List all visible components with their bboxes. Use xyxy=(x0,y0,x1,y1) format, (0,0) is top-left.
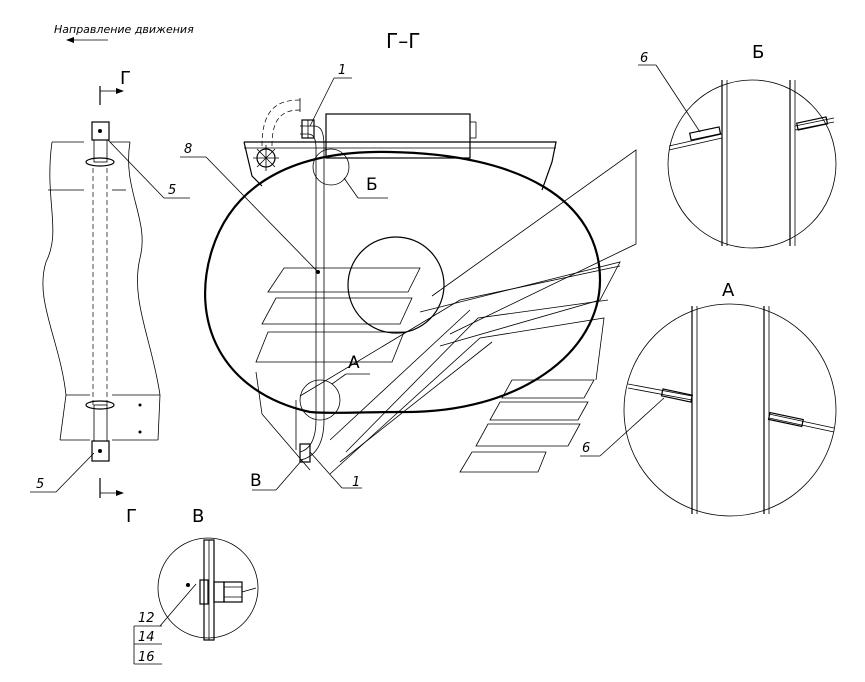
detail-v-view: В 12 14 16 xyxy=(133,506,259,665)
section-mark-top: Г xyxy=(120,68,131,89)
pipe-outer xyxy=(300,125,325,420)
direction-note: Направление движения xyxy=(54,23,194,43)
platform-bracket xyxy=(243,141,557,191)
watermark-chevron xyxy=(299,149,637,475)
detail-v-label: В xyxy=(250,471,262,491)
position-6-b: 6 xyxy=(640,51,648,66)
detail-v-title: В xyxy=(192,506,204,527)
position-5-top: 5 xyxy=(168,183,176,198)
watermark-plates xyxy=(255,267,595,473)
position-1-bottom: 1 xyxy=(352,475,360,490)
detail-a-circle xyxy=(299,379,341,421)
detail-b-title: Б xyxy=(752,42,764,63)
detail-circle-large xyxy=(347,236,445,334)
detail-a-view: А 6 xyxy=(580,280,837,517)
hose-dashed xyxy=(261,99,301,147)
direction-arrow-icon xyxy=(66,37,74,43)
clamp-bottom xyxy=(91,440,110,462)
section-arrow-icon xyxy=(116,88,124,94)
section-title: Г–Г xyxy=(386,29,420,53)
detail-b-boundary xyxy=(667,79,837,249)
detail-a-label: А xyxy=(348,353,360,373)
direction-note-text: Направление движения xyxy=(54,23,194,36)
top-box xyxy=(325,113,471,159)
detail-b-circle xyxy=(312,148,350,186)
position-1-top: 1 xyxy=(338,63,346,78)
left-side-view: Г 5 5 xyxy=(30,68,190,527)
position-5-bottom: 5 xyxy=(36,477,44,492)
section-mark-bottom: Г xyxy=(126,506,137,527)
main-section-view: 8 1 1 Б А В xyxy=(180,63,637,491)
detail-v-boundary xyxy=(157,537,259,639)
position-8: 8 xyxy=(184,142,192,157)
detail-a-boundary xyxy=(623,303,837,517)
break-line-right xyxy=(128,141,161,396)
tank-outline xyxy=(204,150,602,414)
break-line-left xyxy=(42,141,67,396)
position-14: 14 xyxy=(138,630,155,645)
position-12: 12 xyxy=(138,611,155,626)
pipe-inner xyxy=(300,133,317,420)
detail-b-label: Б xyxy=(366,175,378,195)
detail-b-view: Б 6 xyxy=(638,42,837,249)
detail-a-title: А xyxy=(722,280,735,301)
position-16: 16 xyxy=(138,650,155,665)
position-6-a: 6 xyxy=(582,441,590,456)
